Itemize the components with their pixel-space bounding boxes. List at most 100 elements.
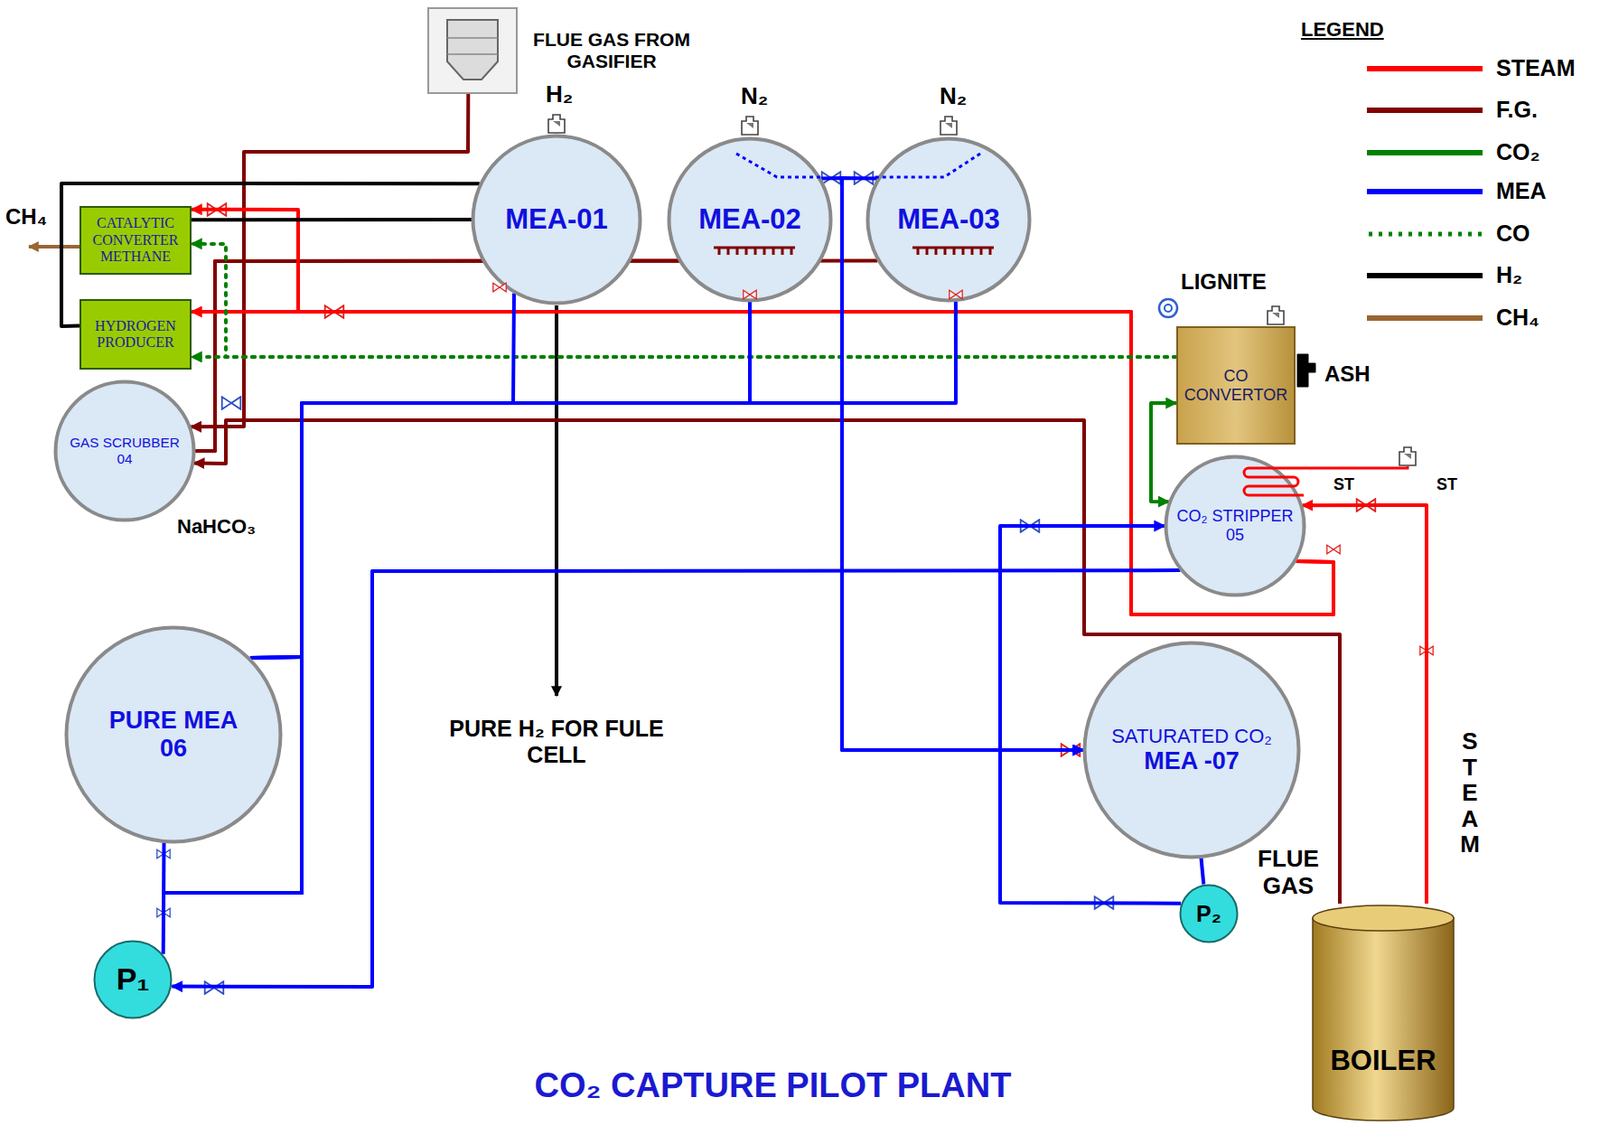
node-text-group: MEA-02	[698, 203, 802, 236]
storage-vessel-shape	[66, 627, 281, 843]
node-text-group: SATURATED CO₂MEA -07	[1111, 724, 1273, 776]
valve-symbol	[743, 290, 757, 300]
absorber-vessel: MEA-01	[470, 133, 643, 306]
valve-symbol	[222, 396, 242, 410]
legend-swatch	[1366, 149, 1483, 156]
methane-outlet-arrow	[28, 244, 80, 249]
process-box: HYDROGEN PRODUCER	[79, 299, 192, 370]
pipe-connector	[1150, 402, 1177, 502]
steam-coil	[1244, 467, 1304, 496]
legend-swatch	[1366, 65, 1483, 72]
pipe-connector	[191, 311, 1334, 615]
converter-box: CO CONVERTOR	[1176, 326, 1296, 445]
lignite-feed	[1159, 299, 1178, 318]
steam-tag: ST	[1333, 475, 1355, 495]
scrubber-vessel: GAS SCRUBBER 04	[53, 379, 197, 523]
nitrogen-outlet-line	[736, 153, 821, 178]
gas-name: H₂	[545, 81, 573, 109]
nitrogen-outlet-line	[874, 153, 981, 178]
legend-swatch-line	[1368, 232, 1483, 237]
gas-sparger	[713, 247, 796, 255]
steam-vent-line	[1300, 466, 1408, 468]
valve-symbol	[822, 171, 842, 185]
valve-symbol	[493, 282, 963, 300]
pipe-connector	[250, 292, 515, 658]
storage-vessel-shape	[1085, 643, 1300, 858]
pipe-connector	[195, 261, 679, 452]
node-text-group: CO₂ STRIPPER 05	[1176, 506, 1294, 544]
product-label: PURE H₂ FOR FULE CELL	[448, 715, 665, 768]
pipe-connector	[250, 301, 750, 658]
ash-outlet	[1297, 354, 1316, 387]
storage-vessel: SATURATED CO₂MEA -07	[1082, 640, 1301, 860]
valve-symbol	[157, 849, 170, 859]
node-label: SATURATED CO₂	[1111, 724, 1273, 748]
absorber-vessel: MEA-02	[666, 136, 833, 303]
gas-vent	[940, 116, 957, 135]
pipe-connector	[191, 217, 472, 222]
node-text-group: MEA-03	[897, 203, 1001, 236]
valve-symbol	[1061, 743, 1081, 757]
node-label: MEA-01	[505, 203, 609, 236]
outlet-name: ASH	[1324, 361, 1371, 387]
stripper-vessel-shape	[1166, 457, 1305, 596]
node-label: FLUE GAS FROM GASIFIER	[530, 28, 693, 73]
absorber-vessel-shape	[669, 139, 832, 301]
node-label: HYDROGEN PRODUCER	[82, 318, 189, 352]
lignite-feed	[1159, 299, 1178, 318]
legend-text: F.G.	[1496, 96, 1538, 123]
valve-symbol	[949, 290, 963, 300]
gas-sparger	[912, 247, 994, 255]
pipe-connector	[1201, 858, 1205, 885]
pump-symbol: P₂	[1178, 882, 1240, 945]
boiler-drum-outline	[1310, 903, 1456, 1123]
legend-swatch	[1366, 107, 1483, 113]
scrubber-vessel-shape	[56, 382, 195, 521]
gas-vent	[548, 114, 565, 133]
node-label: P₂	[1196, 900, 1222, 927]
ash-outlet	[1297, 354, 1316, 387]
hydrogen-outlet-line	[554, 305, 559, 696]
gas-vent	[1267, 306, 1284, 325]
node-text-group: MEA-01	[505, 203, 609, 236]
pipe-connector	[191, 355, 1177, 359]
gas-name: N₂	[939, 83, 967, 111]
gas-sparger	[713, 247, 994, 255]
node-label: MEA-03	[897, 203, 1001, 236]
gasifier-icon	[447, 37, 498, 55]
valve-symbol	[207, 203, 227, 216]
lignite-feed	[1164, 304, 1172, 312]
node-text-group: P₁	[116, 961, 150, 997]
node-label: CO₂ STRIPPER 05	[1176, 506, 1294, 544]
valve-symbol	[1327, 544, 1340, 554]
gasifier-icon	[428, 8, 517, 94]
legend-text: CO	[1496, 220, 1531, 247]
valve-symbol	[1356, 498, 1376, 512]
pump-symbol-shape	[94, 941, 172, 1019]
gas-vent	[741, 116, 758, 135]
boiler-shape	[1312, 905, 1454, 931]
legend-swatch	[1366, 315, 1483, 321]
valve-symbol	[1420, 645, 1433, 655]
node-label: PURE MEA 06	[105, 706, 242, 763]
node-text-group: HYDROGEN PRODUCER	[82, 318, 189, 352]
legend-text: STEAM	[1496, 55, 1576, 82]
gas-name: CH₄	[5, 204, 47, 230]
gas-vent	[548, 114, 1416, 466]
gas-name: N₂	[740, 83, 768, 111]
boiler-drum: BOILER	[1310, 903, 1456, 1123]
node-text-group: FLUE GAS FROM GASIFIER	[530, 28, 693, 73]
pipe-connector	[1302, 505, 1427, 904]
valve-symbol	[854, 171, 874, 185]
node-label: P₁	[116, 961, 150, 997]
node-text-group: GAS SCRUBBER 04	[61, 434, 188, 467]
valve-symbol	[205, 981, 225, 994]
valve-symbol	[1094, 896, 1114, 909]
node-text-group: P₂	[1196, 900, 1222, 927]
valve-symbol	[493, 282, 506, 292]
node-label: CATALYTIC CONVERTER METHANE	[82, 215, 189, 265]
pump-symbol-shape	[1180, 885, 1238, 943]
absorber-vessel-shape	[473, 136, 641, 304]
node-label: CO CONVERTOR	[1178, 366, 1293, 404]
hydrogen-outlet-line	[556, 305, 558, 696]
